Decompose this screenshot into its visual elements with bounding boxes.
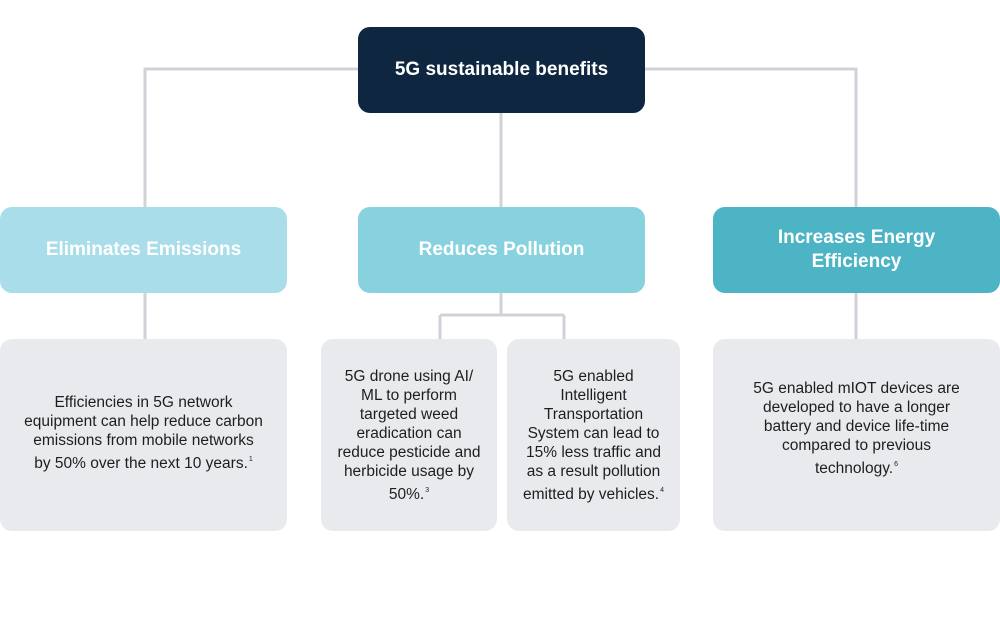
connector-pollution-split xyxy=(438,293,566,339)
detail-intelligent-transportation: 5G enabled Intelligent Transportation Sy… xyxy=(507,339,680,531)
category-reduces-pollution: Reduces Pollution xyxy=(358,207,645,293)
detail-text: 5G enabled Intelligent Transportation Sy… xyxy=(522,367,661,503)
connector-root-to-emissions xyxy=(143,67,358,207)
category-increases-energy-efficiency: Increases Energy Efficiency xyxy=(713,207,1000,293)
category-eliminates-emissions: Eliminates Emissions xyxy=(0,207,287,293)
detail-network-efficiency: Efficiencies in 5G network equipment can… xyxy=(0,339,287,531)
footnote-marker: 1 xyxy=(248,456,253,463)
detail-text: Efficiencies in 5G network equipment can… xyxy=(24,394,263,472)
root-label: 5G sustainable benefits xyxy=(394,59,609,80)
root-node: 5G sustainable benefits xyxy=(358,27,645,113)
category-label: Eliminates Emissions xyxy=(45,239,242,260)
footnote-marker: 4 xyxy=(660,486,665,494)
footnote-marker: 3 xyxy=(425,486,430,494)
detail-text: 5G drone using AI/ ML to perform targete… xyxy=(337,367,481,503)
detail-text: 5G enabled mIOT devices are developed to… xyxy=(753,379,960,477)
connector-root-to-energy xyxy=(645,67,858,207)
detail-miot-devices: 5G enabled mIOT devices are developed to… xyxy=(713,339,1000,531)
detail-drone-weed-eradication: 5G drone using AI/ ML to perform targete… xyxy=(321,339,497,531)
footnote-marker: 6 xyxy=(894,460,899,468)
category-label: Reduces Pollution xyxy=(418,239,585,260)
category-label: Increases Energy Efficiency xyxy=(777,227,936,272)
